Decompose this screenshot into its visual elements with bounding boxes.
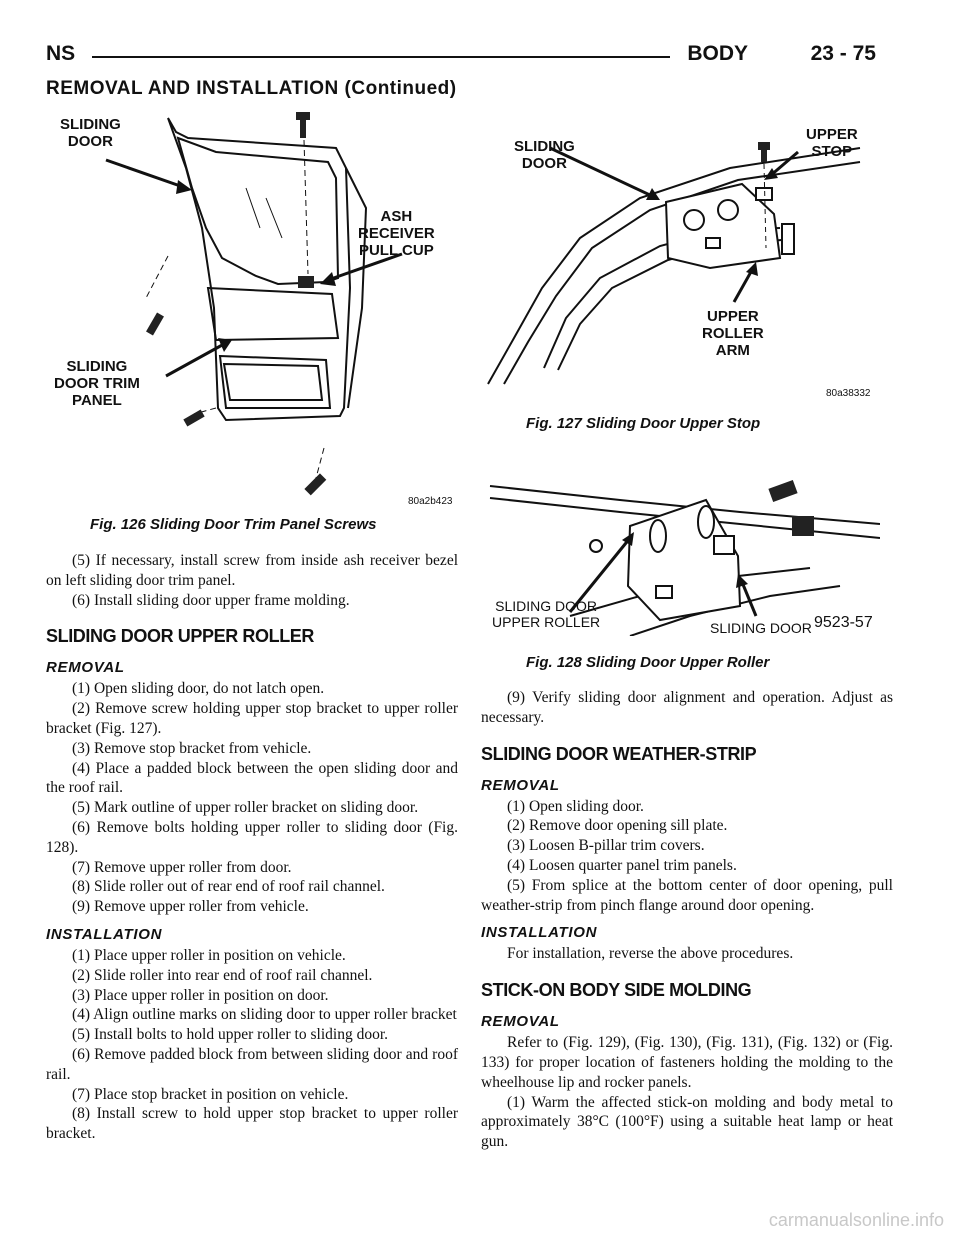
right-text-column: (9) Verify sliding door alignment and op… <box>481 688 893 1152</box>
fig127-label-upper-stop: UPPER STOP <box>806 126 858 160</box>
step: (2) Remove screw holding upper stop brac… <box>46 700 458 737</box>
fig126-caption: Fig. 126 Sliding Door Trim Panel Screws <box>90 516 377 533</box>
subsection-heading: REMOVAL <box>46 659 125 677</box>
fig126-label-ash-receiver: ASH RECEIVER PULL CUP <box>358 208 435 259</box>
step: (5) Mark outline of upper roller bracket… <box>72 799 419 817</box>
section-heading: SLIDING DOOR UPPER ROLLER <box>46 626 315 647</box>
fig-126-drawing <box>105 112 403 496</box>
step: (1) Open sliding door, do not latch open… <box>72 680 325 698</box>
step: (3) Loosen B-pillar trim covers. <box>507 837 705 855</box>
continued-heading: REMOVAL AND INSTALLATION (Continued) <box>46 78 457 99</box>
step: (2) Slide roller into rear end of roof r… <box>72 966 373 984</box>
fig126-label-sliding-door: SLIDING DOOR <box>60 116 121 150</box>
subsection-heading: INSTALLATION <box>46 925 163 943</box>
header-page-number: 23 - 75 <box>810 42 876 65</box>
step: (4) Loosen quarter panel trim panels. <box>507 856 737 874</box>
fig128-label-sliding-door: SLIDING DOOR <box>710 620 812 636</box>
paragraph: (5) If necessary, install screw from ins… <box>46 552 458 589</box>
step: (1) Warm the affected stick-on molding a… <box>481 1093 893 1151</box>
step: (3) Place upper roller in position on do… <box>72 986 329 1004</box>
step: (5) Install bolts to hold upper roller t… <box>72 1026 388 1044</box>
fig128-code: 9523-57 <box>814 614 873 631</box>
watermark: carmanualsonline.info <box>768 1210 944 1230</box>
step: (4) Place a padded block between the ope… <box>46 759 458 797</box>
step: (3) Remove stop bracket from vehicle. <box>72 739 312 757</box>
header-model: NS <box>46 42 76 65</box>
figure-128: SLIDING DOOR UPPER ROLLER SLIDING DOOR 9… <box>480 446 900 676</box>
subsection-heading: REMOVAL <box>481 1013 560 1031</box>
paragraph: For installation, reverse the above proc… <box>507 945 794 963</box>
step: (6) Remove padded block from between sli… <box>46 1045 458 1083</box>
paragraph: (6) Install sliding door upper frame mol… <box>72 591 350 609</box>
fig126-code: 80a2b423 <box>408 496 453 507</box>
section-heading: SLIDING DOOR WEATHER-STRIP <box>481 743 757 764</box>
step: (2) Remove door opening sill plate. <box>507 817 728 835</box>
step: (9) Remove upper roller from vehicle. <box>72 898 309 916</box>
step: (8) Install screw to hold upper stop bra… <box>46 1105 458 1143</box>
header-section: BODY <box>687 42 748 65</box>
section-heading: STICK-ON BODY SIDE MOLDING <box>481 980 752 1001</box>
step: (4) Align outline marks on sliding door … <box>72 1006 457 1024</box>
step: (1) Place upper roller in position on ve… <box>72 946 346 964</box>
subsection-heading: REMOVAL <box>481 776 560 794</box>
paragraph: Refer to (Fig. 129), (Fig. 130), (Fig. 1… <box>481 1034 893 1091</box>
step: (7) Remove upper roller from door. <box>72 858 292 876</box>
step: (5) From splice at the bottom center of … <box>481 876 893 914</box>
figure-127: SLIDING DOOR UPPER STOP UPPER ROLLER ARM… <box>480 118 900 438</box>
header-rule <box>92 56 670 58</box>
figure-126: SLIDING DOOR ASH RECEIVER PULL CUP SLIDI… <box>46 108 466 548</box>
fig127-code: 80a38332 <box>826 388 871 399</box>
fig127-label-sliding-door: SLIDING DOOR <box>514 138 575 172</box>
fig128-label-upper-roller: SLIDING DOOR UPPER ROLLER <box>492 598 601 630</box>
subsection-heading: INSTALLATION <box>481 924 598 942</box>
fig-128-drawing <box>489 479 880 636</box>
fig127-label-roller-arm: UPPER ROLLER ARM <box>702 308 764 359</box>
fig-127-drawing <box>487 142 861 385</box>
step: (9) Verify sliding door alignment and op… <box>481 689 893 726</box>
fig128-caption: Fig. 128 Sliding Door Upper Roller <box>526 654 770 671</box>
step: (7) Place stop bracket in position on ve… <box>72 1085 349 1103</box>
step: (6) Remove bolts holding upper roller to… <box>46 818 458 856</box>
step: (8) Slide roller out of rear end of roof… <box>72 878 385 896</box>
fig127-caption: Fig. 127 Sliding Door Upper Stop <box>526 415 761 432</box>
fig126-label-trim-panel: SLIDING DOOR TRIM PANEL <box>54 358 140 409</box>
left-text-column: (5) If necessary, install screw from ins… <box>46 551 458 1144</box>
page-header: NS BODY 23 - 75 <box>46 42 876 72</box>
step: (1) Open sliding door. <box>507 797 644 815</box>
